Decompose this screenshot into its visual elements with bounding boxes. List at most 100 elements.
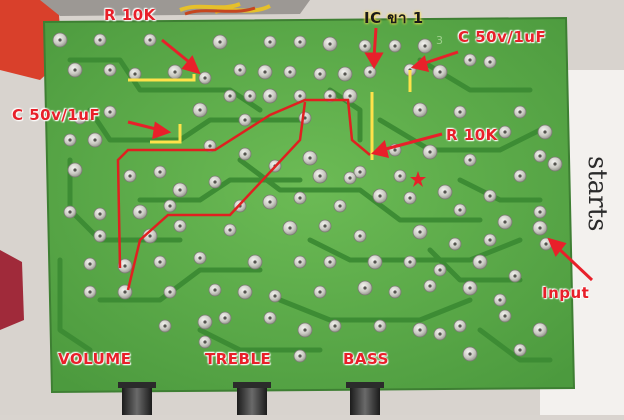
solder-pad-hole (368, 70, 372, 74)
solder-pad-hole (108, 68, 112, 72)
solder-pad-hole (268, 316, 272, 320)
solder-pad-hole (98, 212, 102, 216)
solder-pad-hole (268, 94, 272, 98)
solder-pad-hole (68, 138, 72, 142)
solder-pad-hole (213, 180, 217, 184)
solder-pad-hole (228, 228, 232, 232)
solder-pad-hole (203, 76, 207, 80)
solder-pad-hole (438, 332, 442, 336)
solder-pad-hole (408, 260, 412, 264)
annotation-c-left: C 50v/1uF (12, 106, 101, 124)
solder-pad-hole (538, 210, 542, 214)
solder-pad-hole (373, 260, 377, 264)
solder-pad-hole (418, 328, 422, 332)
solder-pad-hole (198, 256, 202, 260)
solder-pad-hole (303, 328, 307, 332)
solder-pad-hole (468, 158, 472, 162)
solder-pad-hole (243, 118, 247, 122)
solder-pad-hole (488, 194, 492, 198)
solder-pad-hole (298, 94, 302, 98)
solder-pad-hole (328, 260, 332, 264)
solder-pad-hole (298, 40, 302, 44)
solder-pad-hole (223, 316, 227, 320)
solder-pad-hole (518, 174, 522, 178)
solder-pad-hole (308, 156, 312, 160)
solder-pad-hole (88, 290, 92, 294)
solder-pad-hole (553, 162, 557, 166)
solder-pad-hole (253, 260, 257, 264)
yellow-jumper-left (150, 124, 182, 144)
solder-pad-hole (248, 94, 252, 98)
solder-pad-hole (298, 260, 302, 264)
solder-pad-hole (503, 220, 507, 224)
solder-pad-hole (538, 226, 542, 230)
solder-pad-hole (543, 130, 547, 134)
solder-pad-hole (378, 194, 382, 198)
solder-pad-hole (498, 298, 502, 302)
solder-pad-hole (318, 174, 322, 178)
solder-pad-hole (468, 352, 472, 356)
solder-pad-hole (168, 204, 172, 208)
solder-pad-hole (408, 196, 412, 200)
solder-pad-hole (348, 94, 352, 98)
solder-pad-hole (218, 40, 222, 44)
solder-pad-hole (443, 190, 447, 194)
solder-pad-hole (393, 44, 397, 48)
solder-pad-hole (158, 260, 162, 264)
solder-pad-hole (123, 290, 127, 294)
solder-pad-hole (538, 154, 542, 158)
solder-pad-hole (173, 70, 177, 74)
solder-pad-hole (78, 116, 82, 120)
solder-pad-hole (318, 72, 322, 76)
solder-pad-hole (468, 58, 472, 62)
solder-pad-hole (488, 238, 492, 242)
solder-pad-hole (168, 290, 172, 294)
label-volume: VOLUME (58, 350, 132, 368)
annotation-c-top-right: C 50v/1uF (458, 28, 547, 46)
solder-pad-hole (363, 286, 367, 290)
annotation-input: Input (542, 284, 590, 302)
solder-pad-hole (323, 224, 327, 228)
solder-pad-hole (298, 354, 302, 358)
solder-pad-hole (93, 138, 97, 142)
solder-pad-hole (458, 110, 462, 114)
solder-pad-hole (393, 290, 397, 294)
solder-pad-hole (203, 340, 207, 344)
red-object-left (0, 250, 24, 330)
solder-pad-hole (133, 72, 137, 76)
solder-pad-hole (518, 110, 522, 114)
solder-pad-hole (73, 68, 77, 72)
solder-pads (52, 32, 563, 363)
solder-pad-hole (128, 174, 132, 178)
solder-pad-hole (213, 288, 217, 292)
star-marker (410, 171, 426, 187)
red-trace-line (116, 98, 371, 269)
solder-pad-hole (513, 274, 517, 278)
solder-pad-hole (423, 44, 427, 48)
solder-pad-hole (203, 320, 207, 324)
solder-pad-hole (438, 268, 442, 272)
solder-pad-hole (518, 348, 522, 352)
solder-pad-hole (328, 94, 332, 98)
solder-pad-hole (358, 234, 362, 238)
annotation-ic-pin: IC ขา 1 (364, 9, 424, 27)
silkscreen-label: 3 (436, 34, 443, 47)
solder-pad-hole (228, 94, 232, 98)
solder-pad-hole (158, 170, 162, 174)
label-bass: BASS (343, 350, 389, 368)
solder-pad-hole (263, 70, 267, 74)
knob-volume (118, 382, 156, 415)
solder-pad-hole (208, 144, 212, 148)
annotation-r-top-left: R 10K (104, 6, 156, 24)
solder-pad-hole (268, 200, 272, 204)
solder-pad-hole (358, 170, 362, 174)
solder-pad-hole (108, 110, 112, 114)
solder-pad-hole (348, 176, 352, 180)
label-treble: TREBLE (205, 350, 272, 368)
knob-bass (346, 382, 384, 415)
solder-pad-hole (428, 150, 432, 154)
solder-pad-hole (343, 72, 347, 76)
pcb-board (42, 16, 576, 394)
solder-pad-hole (148, 38, 152, 42)
